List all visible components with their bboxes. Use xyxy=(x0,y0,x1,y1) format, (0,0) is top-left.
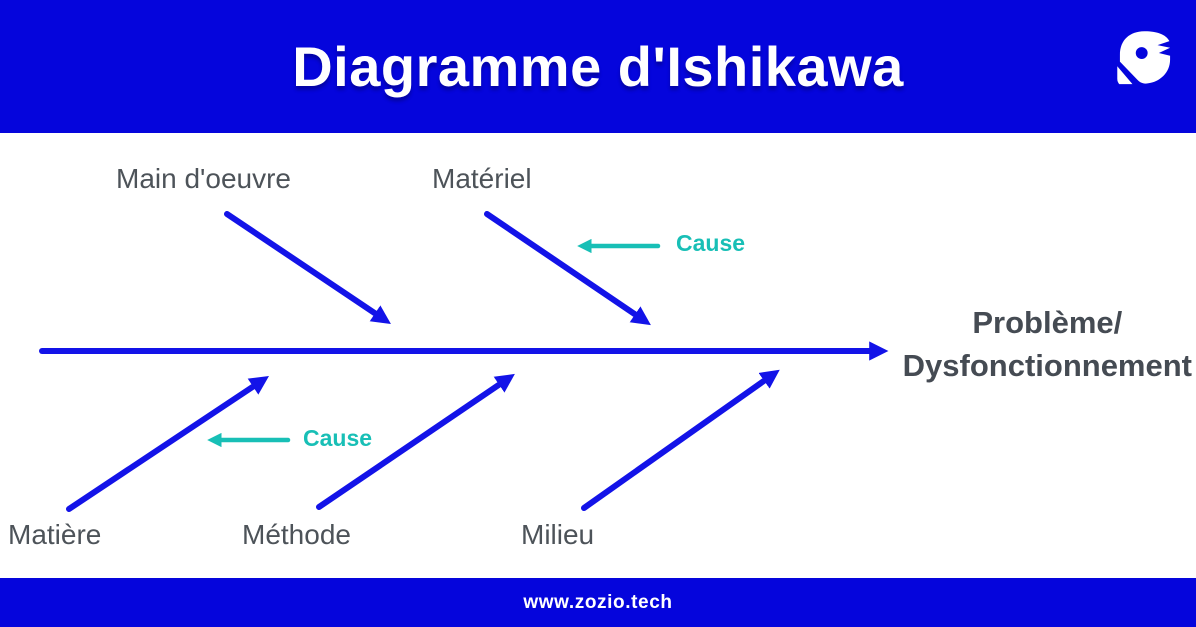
label-materiel: Matériel xyxy=(432,163,532,194)
annotation-cause-top: Cause xyxy=(676,230,746,256)
problem-label-line1: Problème/ xyxy=(972,305,1123,340)
page-title: Diagramme d'Ishikawa xyxy=(292,35,904,98)
fishbone-diagram: Main d'oeuvre Matériel Matière Méthode M… xyxy=(0,133,1196,578)
footer-band: www.zozio.tech xyxy=(0,578,1196,627)
fishbone-arrows xyxy=(39,211,889,512)
header-band: Diagramme d'Ishikawa xyxy=(0,0,1196,133)
label-matiere: Matière xyxy=(8,519,102,550)
bone-matiere xyxy=(66,376,269,512)
problem-label: Problème/ Dysfonctionnement xyxy=(903,301,1192,387)
bone-main-doeuvre xyxy=(224,211,391,325)
annotation-cause-bottom: Cause xyxy=(303,425,373,451)
footer-url: www.zozio.tech xyxy=(523,591,673,613)
label-milieu: Milieu xyxy=(521,519,595,550)
bone-milieu xyxy=(581,369,780,511)
bone-materiel xyxy=(484,211,651,326)
label-methode: Méthode xyxy=(242,519,351,550)
bone-methode xyxy=(316,373,515,510)
zozio-logo-icon xyxy=(1117,31,1171,85)
problem-label-line2: Dysfonctionnement xyxy=(902,348,1192,383)
label-main-doeuvre: Main d'oeuvre xyxy=(116,163,291,194)
logo-eye xyxy=(1135,47,1148,59)
